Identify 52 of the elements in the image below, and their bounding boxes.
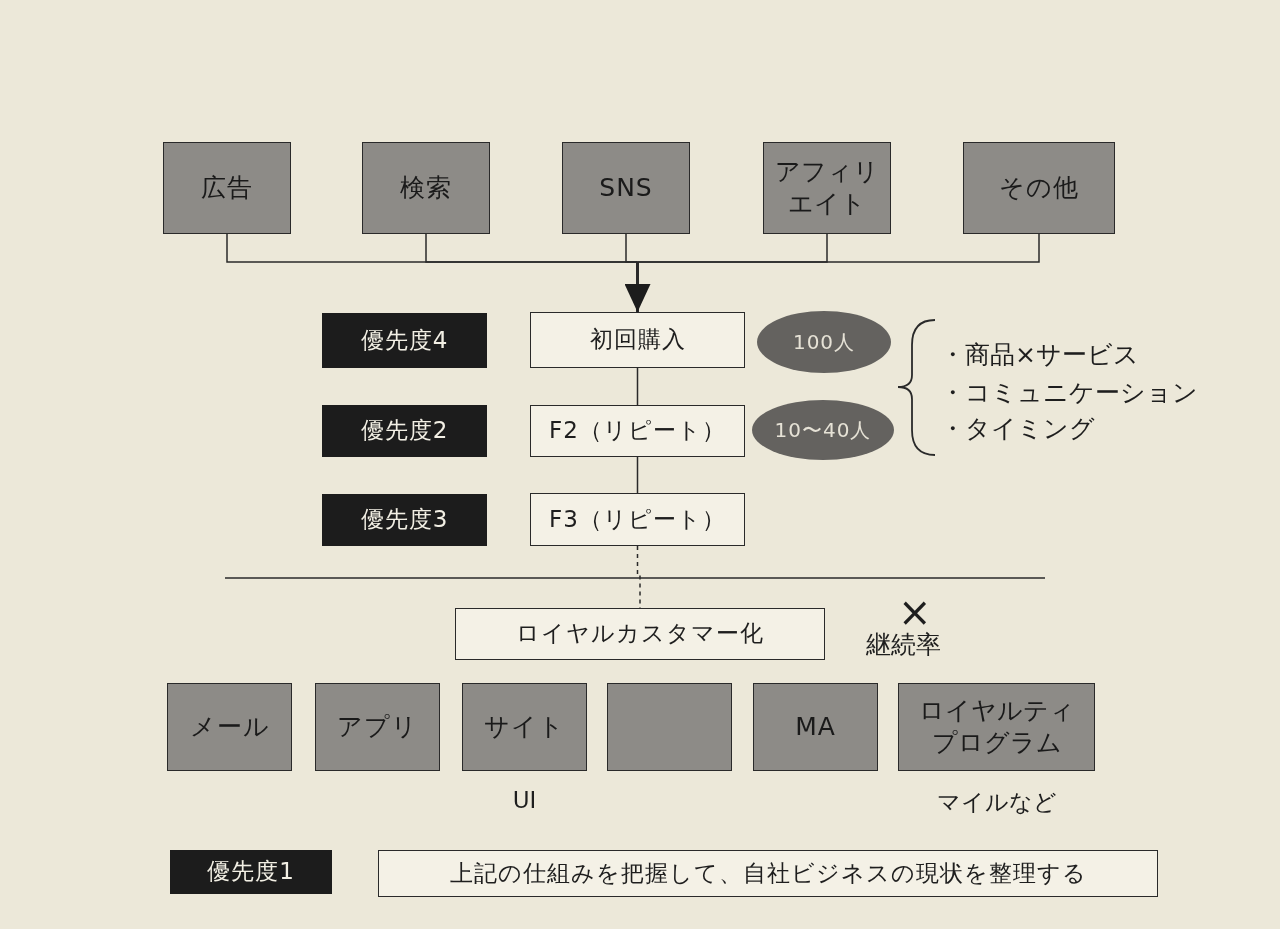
channel-box: [315, 683, 440, 771]
step-box: [455, 608, 825, 660]
node-text: その他: [999, 171, 1079, 204]
node-text: アフィリエイト: [775, 155, 879, 220]
node-text: ロイヤルティプログラム: [917, 694, 1076, 759]
arrow: [624, 262, 651, 312]
node-text: 10〜40人: [774, 417, 872, 443]
node-text: 優先度4: [360, 325, 449, 355]
priority-tag: [170, 850, 332, 894]
node-text: 100人: [792, 329, 856, 355]
channel-box: [607, 683, 732, 771]
channel-box: [462, 683, 587, 771]
connector-line: [636, 367, 639, 406]
node-text: SNS: [599, 171, 653, 204]
channel-box: [753, 683, 878, 771]
node-text: 検索: [400, 171, 452, 204]
channel-box: [562, 142, 690, 234]
node-text: 優先度3: [360, 505, 449, 535]
node-text: メール: [189, 710, 270, 743]
connector-line: [636, 233, 1040, 263]
node-text: 初回購入: [589, 325, 686, 355]
channel-box: [163, 142, 291, 234]
channel-box: [898, 683, 1095, 771]
note-text: UI: [512, 787, 537, 813]
connector-line: [636, 456, 639, 494]
node-text: F2（リピート）: [549, 416, 726, 446]
channel-box: [167, 683, 292, 771]
connector-line: [625, 233, 639, 263]
note-text: マイルなど: [936, 788, 1057, 817]
note-text: ・コミュニケーション: [940, 378, 1198, 408]
node-text: 上記の仕組みを把握して、自社ビジネスの現状を整理する: [449, 858, 1087, 888]
node-text: 優先度2: [360, 416, 449, 446]
channel-box: [763, 142, 891, 234]
channel-box: [963, 142, 1115, 234]
step-box: [530, 312, 745, 368]
node-text: F3（リピート）: [549, 504, 726, 534]
step-box: [530, 405, 745, 457]
priority-tag: [322, 494, 487, 546]
node-text: ロイヤルカスタマー化: [516, 619, 764, 649]
priority-tag: [322, 313, 487, 368]
step-box: [378, 850, 1158, 897]
node-text: 優先度1: [207, 857, 295, 887]
note-text: ・タイミング: [940, 414, 1095, 444]
step-box: [530, 493, 745, 546]
node-text: アプリ: [337, 710, 418, 743]
priority-tag: [322, 405, 487, 457]
node-text: MA: [795, 710, 836, 743]
node-text: 広告: [201, 171, 253, 204]
node-text: サイト: [484, 710, 565, 743]
note-text: ・商品×サービス: [940, 340, 1139, 370]
note-text: 継続率: [866, 630, 941, 660]
channel-box: [362, 142, 490, 234]
